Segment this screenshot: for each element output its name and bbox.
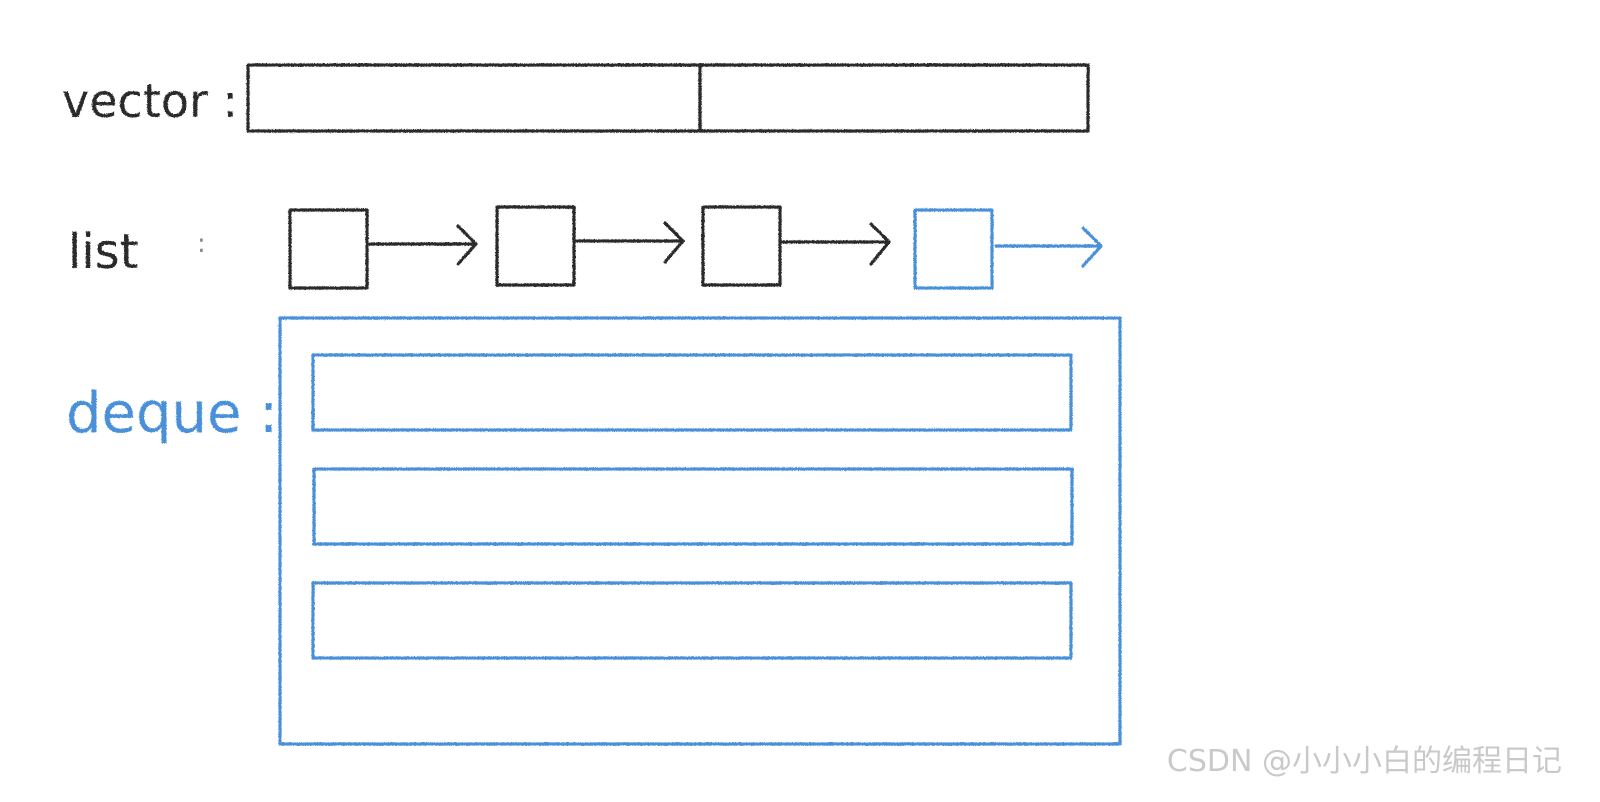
watermark-text: CSDN @小小小白的编程日记 <box>1166 744 1562 779</box>
list-arrow-4 <box>994 226 1103 268</box>
list-node-2 <box>495 205 576 287</box>
list-arrow-3 <box>781 222 891 266</box>
deque-buffer-3 <box>311 581 1073 660</box>
deque-label: deque : <box>66 381 278 446</box>
list-node-4 <box>913 208 994 290</box>
list-node-1 <box>288 208 369 290</box>
list-arrow-1 <box>368 224 478 266</box>
vector-block <box>246 63 1090 133</box>
list-label: list <box>68 224 139 280</box>
deque-buffer-2 <box>312 467 1074 546</box>
list-node-3 <box>701 205 782 287</box>
deque-buffer-1 <box>311 353 1073 432</box>
vector-segment-1 <box>246 63 702 133</box>
list-nodes <box>288 205 1103 290</box>
list-colon: : <box>197 229 206 259</box>
vector-segment-2 <box>698 63 1090 133</box>
deque-block <box>278 316 1122 746</box>
list-arrow-2 <box>575 221 685 264</box>
vector-label: vector : <box>62 74 238 128</box>
deque-map-frame <box>278 316 1122 746</box>
